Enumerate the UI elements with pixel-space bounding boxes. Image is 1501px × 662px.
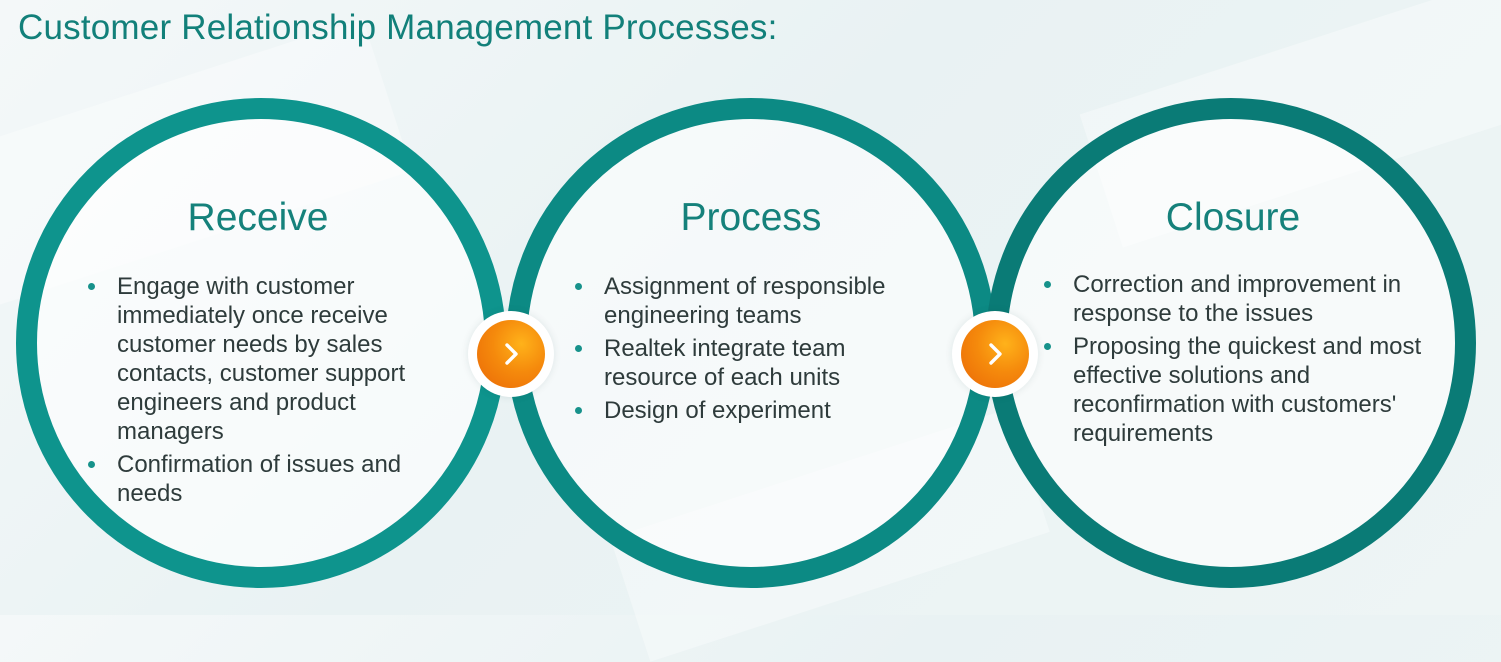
- page-title: Customer Relationship Management Process…: [18, 8, 778, 47]
- closure-stage-title: Closure: [1165, 196, 1301, 239]
- process-bullet-item: Realtek integrate team resource of each …: [571, 334, 943, 392]
- closure-bullet-item: Correction and improvement in response t…: [1040, 270, 1440, 328]
- closure-bullet-item: Proposing the quickest and most effectiv…: [1040, 332, 1440, 448]
- receive-to-process-connector: [468, 311, 554, 397]
- chevron-right-icon: [961, 320, 1029, 388]
- chevron-right-icon: [477, 320, 545, 388]
- receive-bullet-item: Confirmation of issues and needs: [84, 450, 466, 508]
- process-to-closure-connector: [952, 311, 1038, 397]
- process-stage-title: Process: [680, 196, 822, 239]
- receive-bullet-list: Engage with customer immediately once re…: [84, 272, 466, 512]
- receive-bullet-item: Engage with customer immediately once re…: [84, 272, 466, 446]
- process-bullet-list: Assignment of responsible engineering te…: [571, 272, 943, 429]
- process-bullet-item: Design of experiment: [571, 396, 943, 425]
- closure-bullet-list: Correction and improvement in response t…: [1040, 270, 1440, 452]
- process-bullet-item: Assignment of responsible engineering te…: [571, 272, 943, 330]
- receive-stage-title: Receive: [187, 196, 329, 239]
